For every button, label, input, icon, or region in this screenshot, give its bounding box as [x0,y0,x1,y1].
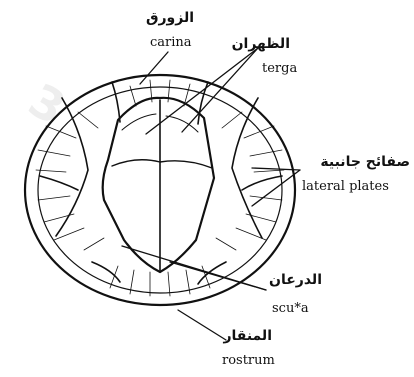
terga-label-ar: الظهران [232,36,290,52]
tergum-detail [166,116,198,132]
carina-label-en: carina [150,35,192,50]
carina-label-ar: الزورق [146,10,194,26]
terga-pointer-1 [146,48,258,134]
lateral-pointer-2 [252,170,300,206]
scuta-label-ar: الدرعان [269,272,322,288]
scuta-label-en: scu*a [272,301,309,316]
rostrum-pointer [178,310,226,340]
plate-sutures [40,82,282,284]
rostrum-label-en: rostrum [222,353,275,368]
terga-scuta-suture [112,160,212,168]
lateral-label-ar: صفائح جانبية [320,154,410,170]
lateral-label-en: lateral plates [302,179,389,194]
rostrum-label-ar: المنقار [222,328,272,344]
terga-label-en: terga [262,61,297,76]
tergum-detail [122,114,156,130]
carina-pointer [140,52,168,84]
